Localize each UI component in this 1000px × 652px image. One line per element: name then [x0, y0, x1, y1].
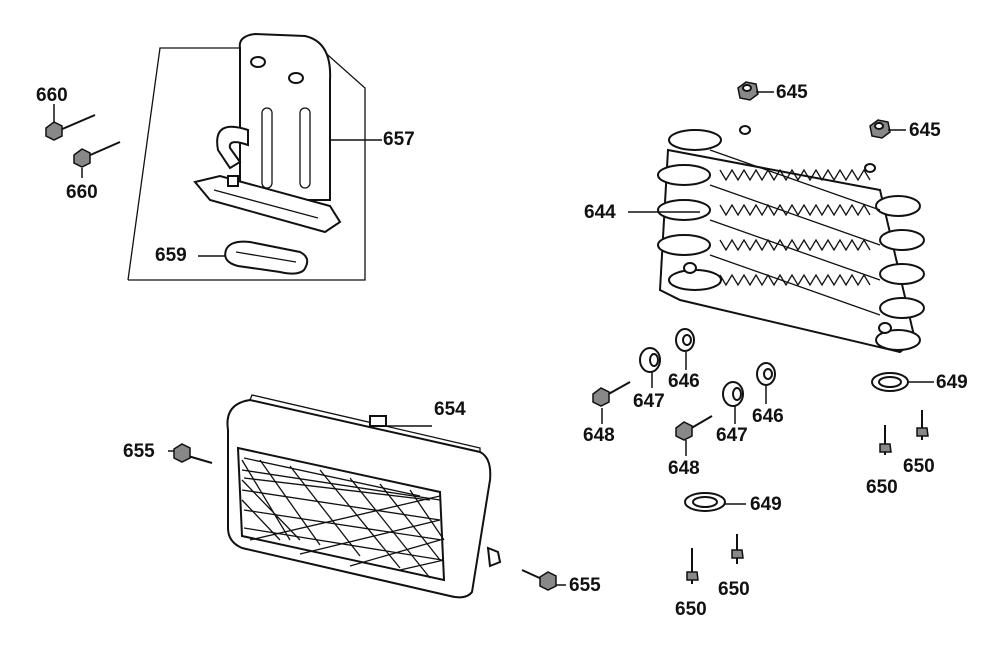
label-644: 644: [584, 202, 616, 223]
label-650-b: 650: [903, 456, 935, 477]
bolt-650-a: [879, 425, 892, 455]
label-646-right: 646: [752, 406, 784, 427]
collar-646-a: [675, 328, 695, 352]
label-657: 657: [383, 129, 415, 150]
label-655-right: 655: [569, 575, 601, 596]
oil-cooler-644: [657, 125, 925, 354]
label-648-left: 648: [583, 425, 615, 446]
guard-654: [226, 394, 502, 599]
bolt-650-c: [686, 548, 699, 584]
label-649-bottom: 649: [750, 494, 782, 515]
label-655-left: 655: [123, 441, 155, 462]
pad-659: [224, 240, 309, 275]
bolt-650-b: [916, 410, 929, 440]
bolt-648-b: [675, 415, 713, 441]
label-650-d: 650: [718, 579, 750, 600]
nut-645-b: [869, 119, 891, 139]
gasket-649-a: [871, 372, 909, 392]
nut-645-a: [737, 81, 759, 101]
grommet-647-b: [722, 381, 744, 407]
label-645-top: 645: [776, 82, 808, 103]
bolt-660-b: [73, 141, 121, 168]
label-646-left: 646: [668, 371, 700, 392]
label-654: 654: [434, 399, 466, 420]
label-660-bottom: 660: [66, 182, 98, 203]
bolt-655-a: [173, 443, 213, 464]
bolt-655-b: [521, 569, 557, 591]
label-647-left: 647: [633, 391, 665, 412]
bolt-650-d: [731, 534, 744, 564]
bracket-group-outline: [127, 47, 366, 281]
leader-lines: [53, 91, 934, 586]
bracket-657: [193, 32, 342, 234]
grommet-647-a: [639, 347, 661, 373]
label-647-right: 647: [716, 425, 748, 446]
label-659: 659: [155, 245, 187, 266]
label-648-right: 648: [668, 458, 700, 479]
gasket-649-b: [684, 492, 726, 512]
bolt-648-a: [592, 381, 631, 407]
bolt-660-a: [45, 114, 96, 141]
label-650-a: 650: [866, 477, 898, 498]
label-660-top: 660: [36, 85, 68, 106]
label-649-right: 649: [936, 372, 968, 393]
label-650-c: 650: [675, 599, 707, 620]
collar-646-b: [756, 362, 776, 386]
label-645-right: 645: [909, 120, 941, 141]
